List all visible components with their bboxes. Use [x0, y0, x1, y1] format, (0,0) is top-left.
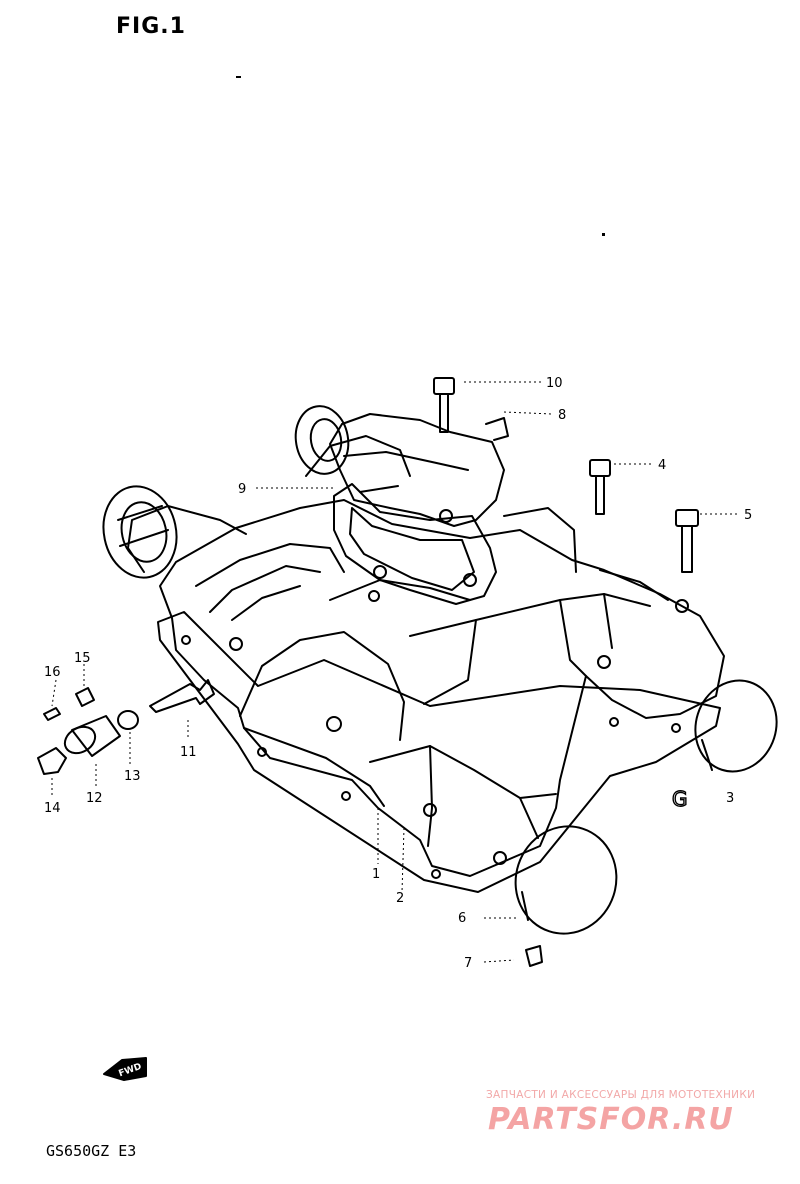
- screw-16: [43, 707, 61, 721]
- callout-9: 9: [238, 482, 246, 497]
- callout-8: 8: [558, 408, 566, 423]
- end-cap-mark: G: [672, 787, 688, 811]
- callout-5: 5: [744, 508, 752, 523]
- plate: [75, 687, 95, 707]
- bolt-4: [589, 459, 611, 477]
- callout-6: 6: [458, 911, 466, 926]
- tachometer-drive-gear: [149, 679, 215, 713]
- callout-1: 1: [372, 867, 380, 882]
- callout-14: 14: [44, 801, 61, 816]
- callout-13: 13: [124, 769, 141, 784]
- bolt-10: [433, 377, 455, 395]
- fwd-arrow: [103, 1057, 147, 1081]
- breather-cover-gasket: [333, 483, 497, 605]
- bolt-5: [675, 509, 699, 527]
- callout-10: 10: [546, 376, 563, 391]
- callout-3: 3: [726, 791, 734, 806]
- end-cap-front: [514, 825, 618, 935]
- figure-title: FIG.1: [116, 14, 186, 39]
- end-cap-right: [694, 679, 778, 773]
- callout-15: 15: [74, 651, 91, 666]
- watermark-brand: PARTSFOR.RU: [488, 1102, 734, 1137]
- cover-gasket: [157, 611, 721, 893]
- model-code: GS650GZ E3: [46, 1142, 137, 1160]
- callout-12: 12: [86, 791, 103, 806]
- o-ring: [117, 710, 139, 730]
- plug: [37, 747, 67, 775]
- gear-housing: [71, 715, 121, 757]
- callout-4: 4: [658, 458, 666, 473]
- cylinder-head-cover: [159, 499, 725, 877]
- callout-7: 7: [464, 956, 472, 971]
- callout-16: 16: [44, 665, 61, 680]
- callout-11: 11: [180, 745, 197, 760]
- callout-2: 2: [396, 891, 404, 906]
- watermark-caption: ЗАПЧАСТИ И АКСЕССУАРЫ ДЛЯ МОТОТЕХНИКИ: [486, 1089, 756, 1101]
- screw-7: [525, 945, 543, 967]
